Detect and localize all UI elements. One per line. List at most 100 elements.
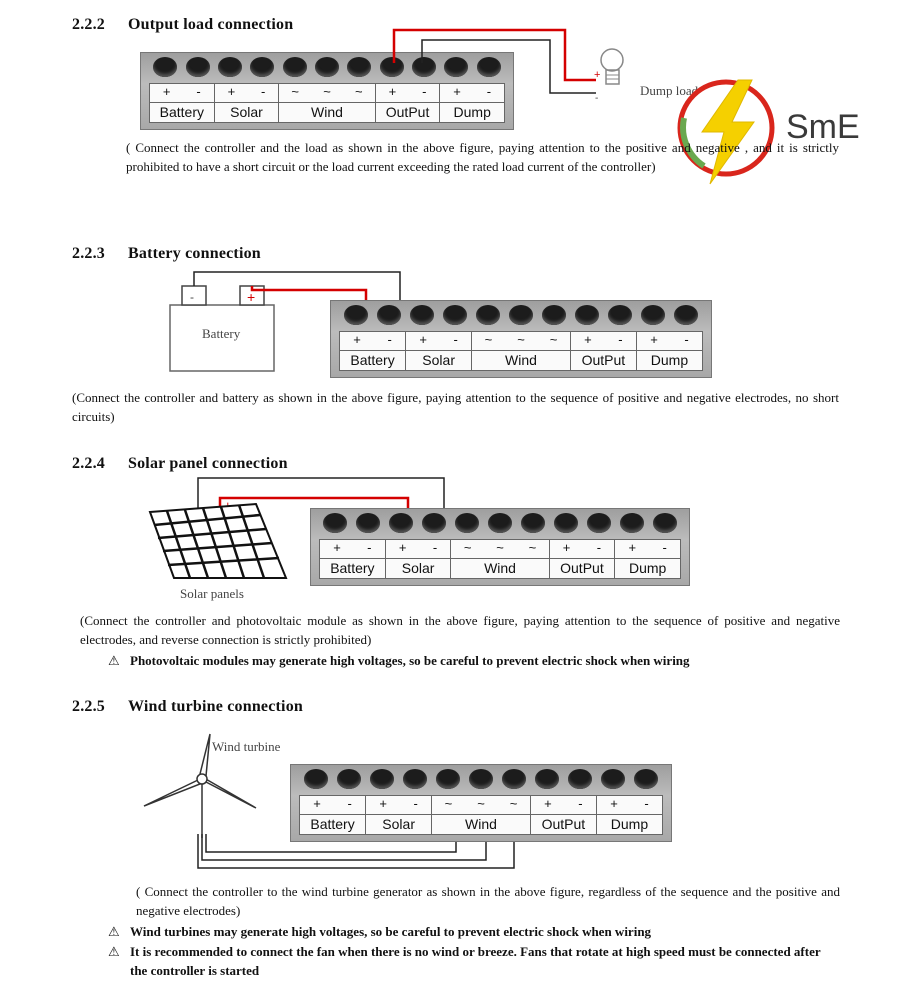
- terminal-sign: -: [432, 540, 438, 555]
- terminal-sign: -: [196, 84, 201, 99]
- svg-text:+: +: [247, 289, 255, 305]
- terminal-label: Solar: [406, 350, 472, 370]
- terminal-sign: -: [684, 332, 689, 347]
- terminal-sign: +: [562, 540, 571, 555]
- warning-line: ⚠It is recommended to connect the fan wh…: [108, 944, 821, 978]
- terminal-sign: +: [388, 84, 397, 99]
- wind-turbine-label: Wind turbine: [212, 739, 281, 754]
- terminal-label: Solar: [214, 102, 279, 122]
- terminal-sign: +: [419, 332, 427, 347]
- terminal-group-solar: + - Solar: [406, 332, 473, 370]
- terminal-group-wind: ~~~Wind: [451, 540, 550, 578]
- terminal-sign: ~: [444, 796, 453, 811]
- terminal-label: Dump: [596, 814, 663, 834]
- terminal-sign: ~: [477, 796, 485, 811]
- terminal-sign: -: [618, 332, 623, 347]
- terminal-label: Dump: [440, 102, 505, 122]
- terminal-sign: -: [422, 84, 427, 99]
- terminal-sign: -: [662, 540, 667, 555]
- terminal-sign: -: [486, 84, 492, 99]
- terminal-label: Battery: [300, 814, 366, 834]
- terminal-sign: ~: [291, 84, 299, 99]
- battery-label: Battery: [202, 326, 241, 341]
- terminal-group-wind: ~ ~ ~ Wind: [432, 796, 531, 834]
- terminal-group-output: +-OutPut: [549, 540, 616, 578]
- terminal-sign: ~: [517, 332, 525, 347]
- bulb-icon: [600, 48, 624, 72]
- bulb-plus: +: [594, 69, 600, 81]
- section-note: ( Connect the controller and the load as…: [126, 140, 839, 174]
- terminal-sign: -: [596, 540, 602, 555]
- terminal-group-dump: + - Dump: [615, 540, 681, 578]
- terminal-sign: -: [644, 796, 649, 811]
- terminal-strip: +-Battery+-Solar~~~Wind+-OutPut+-Dump: [140, 52, 514, 130]
- terminal-sign: +: [610, 796, 618, 811]
- terminal-label: Battery: [340, 350, 406, 370]
- terminal-group-dump: +-Dump: [440, 84, 505, 122]
- terminal-strip: +-Battery+-Solar~~~Wind+-OutPut+-Dump: [290, 764, 672, 842]
- wind-turbine-icon: [143, 733, 257, 838]
- terminal-group-solar: +-Solar: [385, 540, 452, 578]
- section-note: (Connect the controller and photovoltaic…: [80, 613, 840, 647]
- terminal-group-output: + - OutPut: [375, 84, 441, 122]
- terminal-sign: ~: [323, 84, 331, 99]
- terminal-sign: -: [261, 84, 266, 99]
- terminal-sign: +: [628, 540, 637, 555]
- terminal-label: Battery: [150, 102, 214, 122]
- dump-load-label: Dump load: [640, 83, 699, 98]
- terminal-sign: -: [347, 796, 352, 811]
- sme-logo-icon: [677, 79, 775, 185]
- output-wiring: + -: [392, 28, 624, 104]
- terminal-label: Wind: [279, 102, 375, 122]
- terminal-group-dump: +-Dump: [636, 332, 703, 370]
- terminal-group-output: + - OutPut: [570, 332, 637, 370]
- terminal-sign: +: [353, 332, 361, 347]
- terminal-sign: -: [367, 540, 372, 555]
- terminal-label: Battery: [320, 558, 385, 578]
- solar-panels-label: Solar panels: [180, 586, 244, 601]
- terminal-sign: -: [413, 796, 418, 811]
- terminal-label: Wind: [472, 350, 570, 370]
- battery-icon: [169, 304, 275, 372]
- terminal-strip: +-Battery+-Solar~~~Wind+-OutPut+-Dump: [310, 508, 690, 586]
- terminal-label: Solar: [385, 558, 451, 578]
- terminal-sign: +: [544, 796, 552, 811]
- terminal-group-output: +-OutPut: [530, 796, 597, 834]
- terminal-group-battery: +-Battery: [300, 796, 367, 834]
- warning-line: ⚠Wind turbines may generate high voltage…: [108, 924, 652, 939]
- svg-text:-: -: [190, 290, 194, 304]
- terminal-label: Wind: [432, 814, 530, 834]
- solar-wiring: +: [148, 477, 445, 579]
- bulb-minus: -: [595, 93, 598, 104]
- warning-icon: ⚠: [108, 653, 120, 668]
- warning-line: ⚠Photovoltaic modules may generate high …: [108, 653, 690, 668]
- terminal-group-battery: + - Battery: [340, 332, 407, 370]
- terminal-sign: +: [584, 332, 592, 347]
- terminal-sign: +: [379, 796, 387, 811]
- terminal-label: OutPut: [570, 350, 636, 370]
- terminal-sign: ~: [355, 84, 363, 99]
- terminal-group-wind: ~ ~ ~ Wind: [472, 332, 571, 370]
- terminal-label: OutPut: [375, 102, 440, 122]
- terminal-group-battery: + - Battery: [150, 84, 215, 122]
- warning-icon: ⚠: [108, 944, 120, 959]
- terminal-sign: ~: [509, 796, 518, 811]
- battery-wiring: - +: [169, 271, 401, 372]
- section-note: ( Connect the controller to the wind tur…: [136, 884, 840, 918]
- terminal-sign: -: [453, 332, 458, 347]
- terminal-sign: ~: [496, 540, 504, 555]
- terminal-group-battery: +-Battery: [320, 540, 386, 578]
- terminal-label: Dump: [615, 558, 681, 578]
- terminal-label: Dump: [636, 350, 703, 370]
- terminal-sign: ~: [549, 332, 558, 347]
- terminal-sign: ~: [484, 332, 493, 347]
- warning-icon: ⚠: [108, 924, 120, 939]
- terminal-sign: -: [387, 332, 392, 347]
- terminal-label: OutPut: [530, 814, 596, 834]
- section-note: (Connect the controller and battery as s…: [72, 390, 839, 424]
- terminal-sign: +: [162, 84, 171, 99]
